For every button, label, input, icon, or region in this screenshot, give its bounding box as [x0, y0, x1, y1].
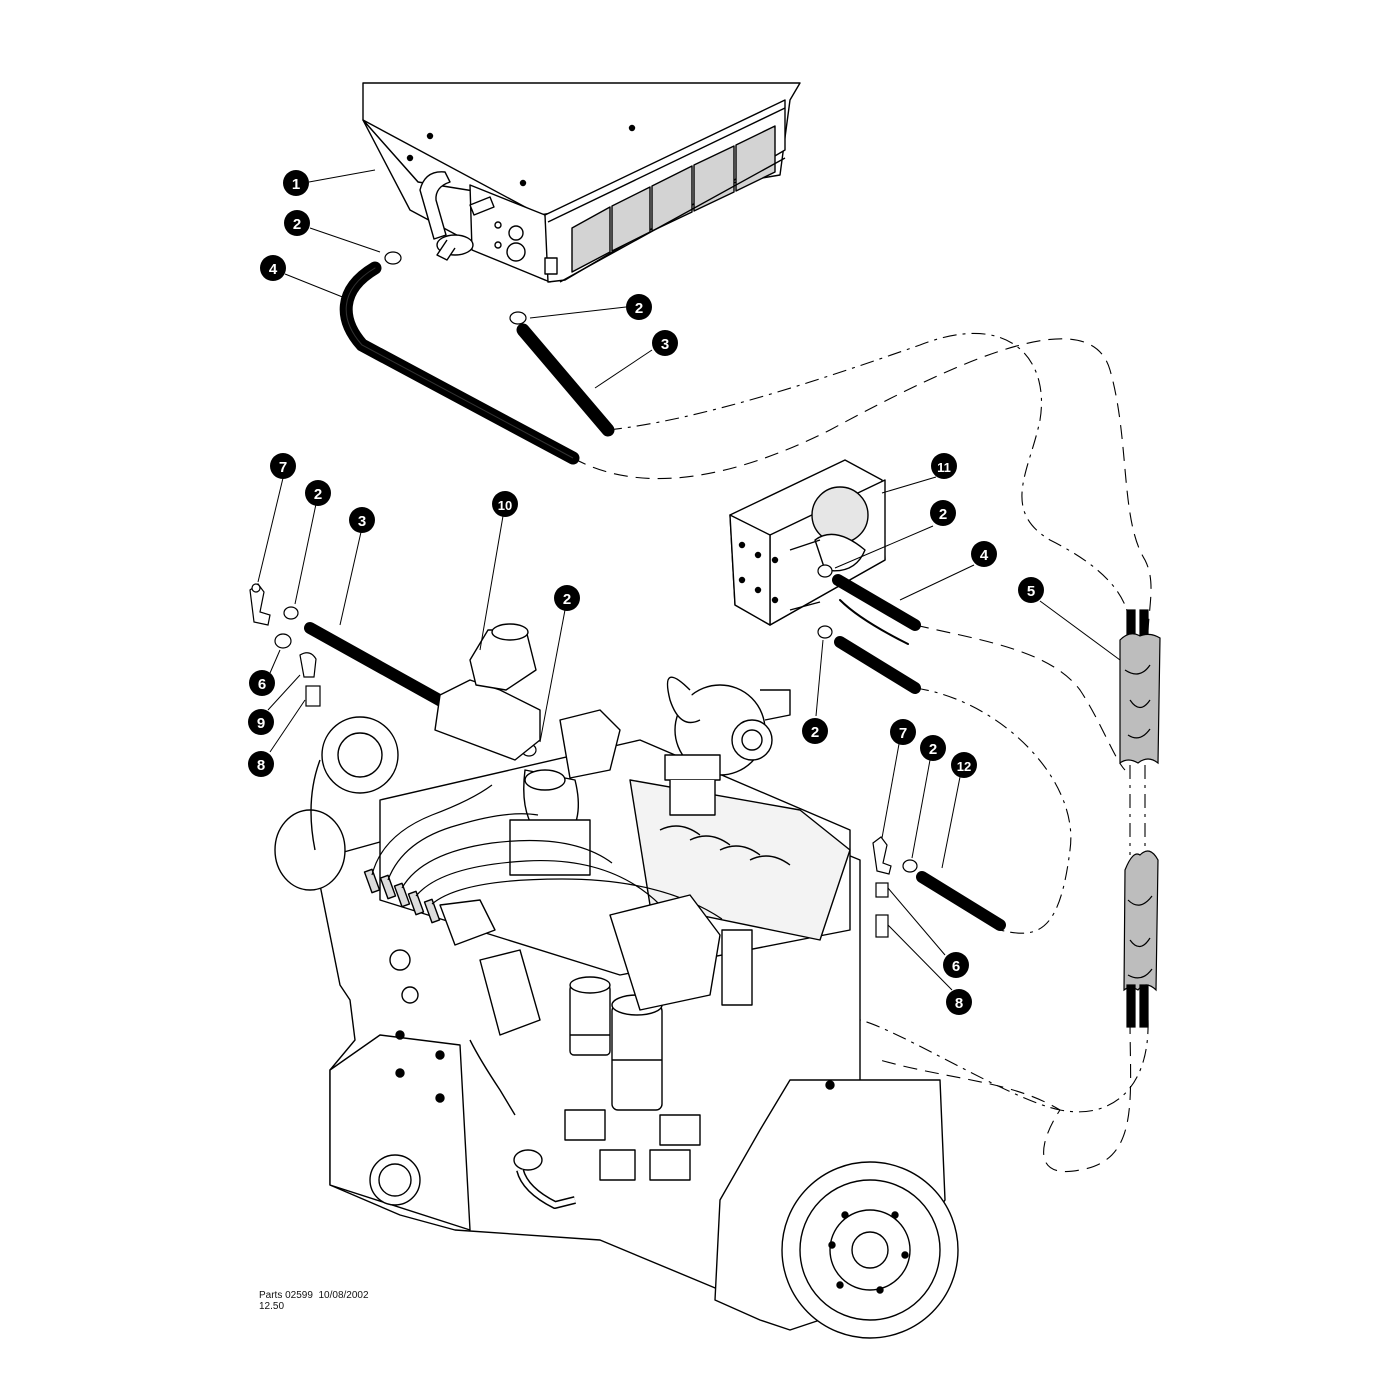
- fittings-right: [872, 836, 918, 938]
- callout-2: 2: [811, 724, 819, 741]
- heater-hose-upper-left: [339, 261, 580, 465]
- callout-5: 5: [1027, 583, 1035, 600]
- fittings-left: [249, 583, 321, 707]
- hose-cover-sleeve: [1119, 609, 1161, 1028]
- engine-hose-right: [916, 871, 1006, 931]
- callout-2: 2: [293, 216, 301, 233]
- hose-routing-lines: [572, 333, 1152, 1173]
- heater-core-unit: [362, 82, 801, 283]
- callout-3: 3: [661, 336, 669, 353]
- auxiliary-heater-hoses: [832, 574, 921, 694]
- callout-numbers: 1 2 4 2 3 7 2 3 10 2 6 9 8 11 2 4 5 2 7 …: [257, 176, 1035, 1012]
- hose-clamps-upper: [384, 251, 527, 325]
- diesel-engine: [274, 623, 959, 1339]
- callout-2: 2: [563, 591, 571, 608]
- callout-6: 6: [952, 958, 960, 975]
- callout-2: 2: [929, 741, 937, 758]
- callout-8: 8: [257, 757, 265, 774]
- callout-2: 2: [939, 506, 947, 523]
- leader-lines: [257, 169, 1121, 991]
- callout-4: 4: [269, 261, 278, 278]
- callout-11: 11: [937, 460, 951, 475]
- callout-8: 8: [955, 995, 963, 1012]
- auxiliary-heater-unit: [729, 459, 886, 626]
- heater-hose-upper-right: [516, 323, 615, 437]
- section-number: 12.50: [259, 1301, 285, 1312]
- callout-bubbles: [248, 170, 1044, 1015]
- parts-number-date: Parts 02599 10/08/2002: [259, 1290, 369, 1301]
- callout-7: 7: [899, 725, 907, 742]
- callout-12: 12: [957, 759, 971, 774]
- callout-6: 6: [258, 676, 266, 693]
- callout-9: 9: [257, 715, 265, 732]
- callout-4: 4: [980, 547, 989, 564]
- callout-7: 7: [279, 459, 287, 476]
- callout-2: 2: [314, 486, 322, 503]
- parts-reference-footer: Parts 02599 10/08/2002 12.50: [259, 1290, 369, 1312]
- hose-clamps-aux: [817, 564, 833, 639]
- callout-10: 10: [498, 498, 512, 513]
- callout-2: 2: [635, 300, 643, 317]
- callout-3: 3: [358, 513, 366, 530]
- callout-1: 1: [292, 176, 300, 193]
